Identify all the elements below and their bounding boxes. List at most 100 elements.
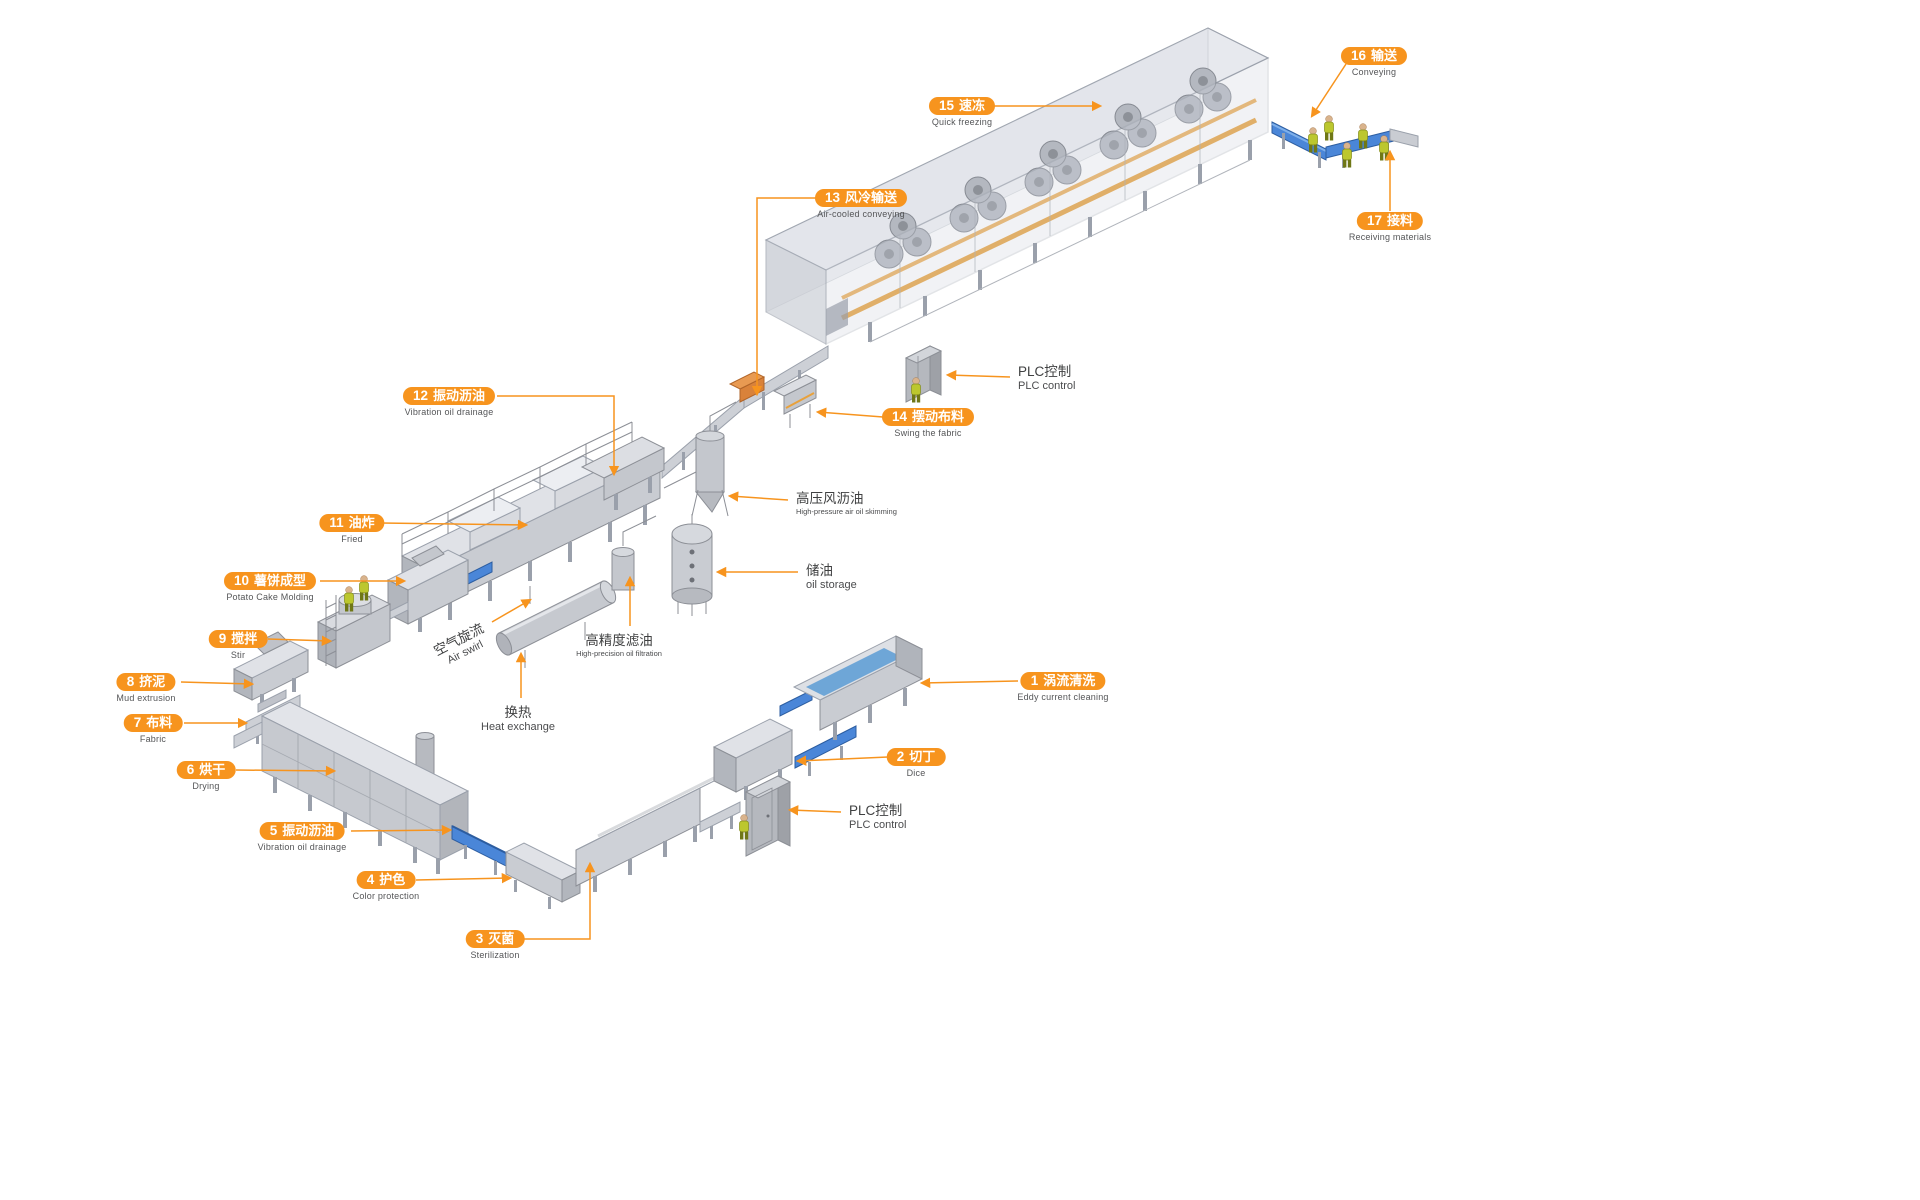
step-label-8-pill: 8 挤泥 bbox=[116, 673, 176, 691]
step-label-7-pill: 7 布料 bbox=[123, 714, 183, 732]
vibration-drainage-bottom-machine bbox=[451, 825, 511, 875]
step-label-6: 6 烘干 Drying bbox=[176, 761, 236, 791]
heat-exchange-zh: 换热 bbox=[504, 705, 532, 720]
step-label-16-pill: 16 输送 bbox=[1340, 47, 1408, 65]
step-number: 2 bbox=[896, 749, 905, 764]
step-label-6-pill: 6 烘干 bbox=[176, 761, 236, 779]
oil-storage-tank bbox=[671, 514, 713, 616]
step-label-2-pill: 2 切丁 bbox=[886, 748, 946, 766]
step-number: 4 bbox=[366, 872, 375, 887]
dicing-machine bbox=[712, 718, 794, 800]
step-number: 10 bbox=[233, 573, 250, 588]
eddy-current-washer-machine bbox=[792, 635, 924, 740]
step-label-16: 16 输送 Conveying bbox=[1340, 47, 1408, 77]
step-label-2: 2 切丁 Dice bbox=[886, 748, 946, 778]
step-label-4-pill: 4 护色 bbox=[356, 871, 416, 889]
step-number: 15 bbox=[938, 98, 955, 113]
step-title-zh: 输送 bbox=[1371, 48, 1398, 63]
step-number: 17 bbox=[1366, 213, 1382, 228]
step-title-en: Drying bbox=[192, 781, 220, 791]
step-title-zh: 切丁 bbox=[909, 749, 936, 764]
step-title-en: Color protection bbox=[352, 891, 420, 901]
heat-exchange-en: Heat exchange bbox=[481, 721, 555, 734]
exit-conveying-machine bbox=[1271, 115, 1419, 168]
step-title-en: Stir bbox=[230, 650, 246, 660]
step-title-zh: 护色 bbox=[379, 872, 406, 887]
step-label-15-pill: 15 速冻 bbox=[928, 97, 996, 115]
step-title-zh: 速冻 bbox=[959, 98, 986, 113]
hp-filter-en: High-precision oil filtration bbox=[576, 649, 662, 659]
step-label-8: 8 挤泥 Mud extrusion bbox=[116, 673, 175, 703]
step-label-15: 15 速冻 Quick freezing bbox=[928, 97, 996, 127]
step-title-zh: 油炸 bbox=[348, 515, 375, 530]
stir-mixer-machine bbox=[316, 575, 392, 669]
step-title-en: Potato Cake Molding bbox=[226, 592, 314, 602]
plc-top-zh: PLC控制 bbox=[1018, 364, 1072, 379]
step-title-en: Vibration oil drainage bbox=[404, 407, 494, 417]
hp-filter-zh: 高精度滤油 bbox=[585, 633, 653, 648]
step-label-10: 10 薯饼成型 Potato Cake Molding bbox=[223, 572, 317, 602]
step-title-en: Vibration oil drainage bbox=[257, 842, 347, 852]
step-title-zh: 搅拌 bbox=[231, 631, 258, 646]
step-title-zh: 薯饼成型 bbox=[254, 573, 307, 588]
step-label-7: 7 布料 Fabric bbox=[123, 714, 183, 744]
step-title-en: Conveying bbox=[1351, 67, 1397, 77]
step-title-en: Eddy current cleaning bbox=[1017, 692, 1109, 702]
step-title-en: Swing the fabric bbox=[894, 428, 962, 438]
step-title-zh: 摆动布料 bbox=[912, 409, 965, 424]
step-number: 16 bbox=[1350, 48, 1367, 63]
oil-storage-en: oil storage bbox=[806, 579, 857, 592]
step-title-zh: 烘干 bbox=[199, 762, 226, 777]
potato-cake-molding-machine bbox=[386, 545, 470, 632]
step-title-en: Dice bbox=[906, 768, 926, 778]
hp-air-en: High-pressure air oil skimming bbox=[796, 507, 897, 517]
step-number: 3 bbox=[475, 931, 484, 946]
step-number: 14 bbox=[891, 409, 908, 424]
plc-cabinet-bottom bbox=[739, 775, 792, 857]
step-title-zh: 布料 bbox=[146, 715, 173, 730]
step-title-zh: 涡流清洗 bbox=[1043, 673, 1096, 688]
step-number: 12 bbox=[412, 388, 429, 403]
plc-cabinet-top bbox=[904, 345, 943, 403]
step-title-en: Fried bbox=[341, 534, 363, 544]
step-label-14: 14 摆动布料 Swing the fabric bbox=[881, 408, 975, 438]
drying-tunnel-machine bbox=[233, 701, 470, 874]
step-title-en: Air-cooled conveying bbox=[817, 209, 905, 219]
step-number: 5 bbox=[269, 823, 278, 838]
step-number: 8 bbox=[126, 674, 135, 689]
step-number: 6 bbox=[186, 762, 195, 777]
oil-storage-zh: 储油 bbox=[806, 563, 833, 578]
step-title-zh: 接料 bbox=[1387, 213, 1414, 228]
plc-bottom-zh: PLC控制 bbox=[849, 803, 903, 818]
step-label-17-pill: 17 接料 bbox=[1356, 212, 1424, 230]
step-title-en: Mud extrusion bbox=[116, 693, 176, 703]
step-title-en: Fabric bbox=[139, 734, 167, 744]
step-title-en: Quick freezing bbox=[931, 117, 993, 127]
step-title-zh: 挤泥 bbox=[139, 674, 166, 689]
plc-bottom-en: PLC control bbox=[849, 819, 907, 832]
step-title-en: Sterilization bbox=[470, 950, 520, 960]
step-number: 7 bbox=[133, 715, 142, 730]
